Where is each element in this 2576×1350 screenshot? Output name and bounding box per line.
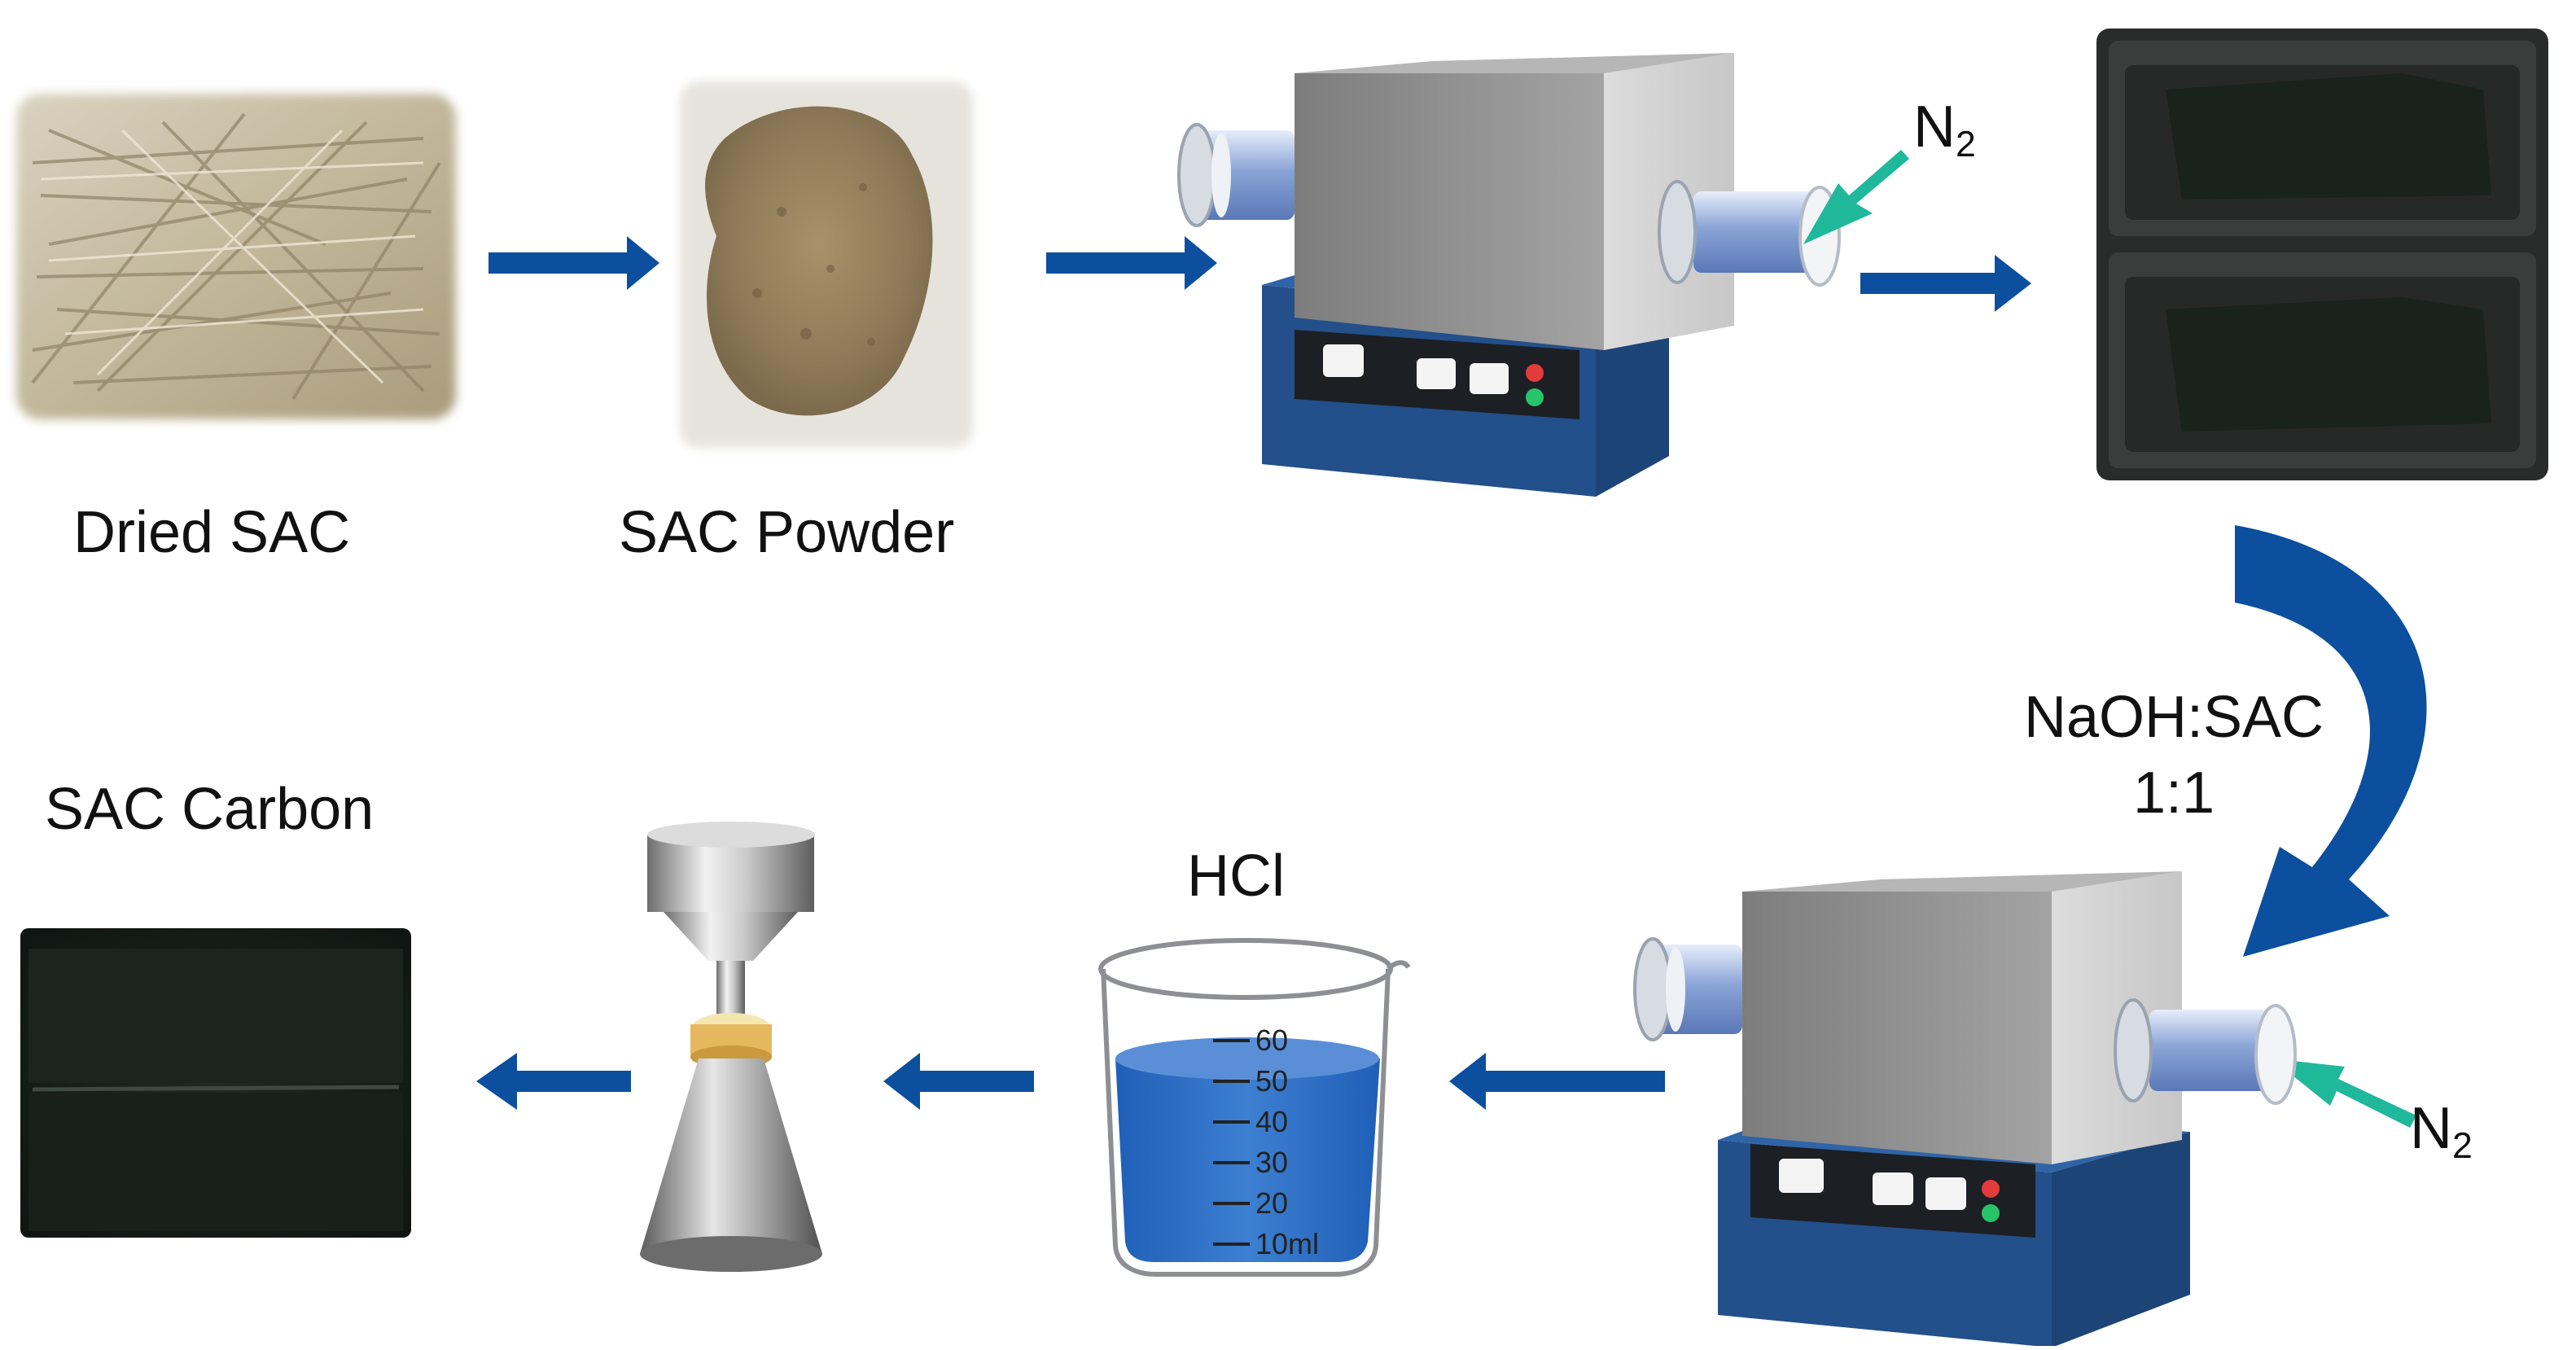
beaker-scale-label: 30	[1255, 1146, 1288, 1179]
arrow-left-2	[883, 1053, 1034, 1110]
dried-sac-image	[16, 94, 456, 419]
arrow-left-1	[1449, 1053, 1665, 1110]
n2-top-main: N	[1913, 94, 1956, 160]
beaker-scale-label: 40	[1255, 1105, 1288, 1138]
label-n2-top: N2	[1913, 98, 1976, 163]
arrow-left-3	[476, 1053, 631, 1110]
n2-bottom-main: N	[2410, 1096, 2452, 1161]
beaker-scale-ticks	[1213, 1039, 1250, 1246]
arrow-right-1	[488, 236, 659, 290]
n2-arrow-bottom	[2272, 1059, 2416, 1128]
beaker-scale-label: 10ml	[1255, 1227, 1319, 1260]
label-hcl: HCl	[1187, 844, 1285, 909]
label-sac-carbon: SAC Carbon	[45, 777, 375, 842]
tube-furnace-top	[1177, 53, 1841, 497]
sac-carbon-image	[20, 928, 411, 1238]
label-ratio-reagent: NaOH:SAC	[2023, 685, 2324, 750]
beaker-scale-label: 20	[1255, 1186, 1288, 1220]
sac-powder-image	[680, 81, 973, 448]
beaker-hcl: 60 50 40 30 20 10ml	[1098, 938, 1411, 1277]
beaker-scale-label: 60	[1255, 1023, 1288, 1057]
tube-furnace-bottom	[1633, 871, 2297, 1348]
filter-flask	[640, 822, 822, 1272]
n2-arrow-top	[1803, 150, 1909, 244]
label-sac-powder: SAC Powder	[619, 500, 955, 565]
beaker-scale-labels: 60 50 40 30 20 10ml	[1255, 1023, 1319, 1260]
label-ratio-value: 1:1	[2132, 760, 2215, 826]
process-arrows	[476, 236, 2427, 1110]
label-dried-sac: Dried SAC	[73, 500, 351, 565]
n2-top-subscript: 2	[1956, 125, 1976, 165]
beaker-scale-label: 50	[1255, 1064, 1288, 1098]
n2-bottom-subscript: 2	[2452, 1126, 2473, 1167]
carbonized-boat-image	[2096, 28, 2548, 480]
label-n2-bottom: N2	[2410, 1096, 2473, 1164]
arrow-right-3	[1860, 255, 2031, 312]
curved-arrow	[2235, 525, 2427, 957]
n2-arrows	[1803, 150, 2416, 1128]
arrow-right-2	[1046, 236, 1217, 290]
